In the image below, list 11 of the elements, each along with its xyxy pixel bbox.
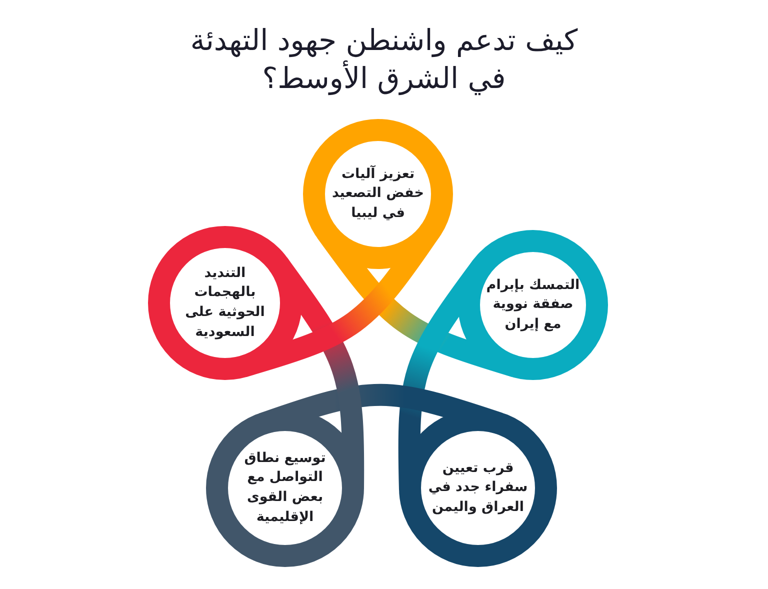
ribbon-connector: [317, 224, 518, 377]
title: كيف تدعم واشنطن جهود التهدئة في الشرق الأوسط؟: [189, 22, 579, 98]
node-label: التمسك بإبرام صفقة نووية مع إيران: [485, 276, 581, 334]
node-label: التنديد بالهجمات الحوثية على السعودية: [184, 264, 266, 342]
ribbon-connector: [258, 384, 503, 434]
ribbon-connector: [240, 224, 440, 377]
ribbon-connector: [398, 260, 491, 490]
node-label: توسيع نطاق التواصل مع بعض القوى الإقليمية: [243, 448, 327, 527]
node-label: تعزيز آليات خفض التصعيد في ليبيا: [330, 164, 425, 223]
node-label: قرب تعيين سفراء جدد في العراق واليمن: [427, 458, 529, 517]
ribbon-connector: [269, 258, 364, 489]
